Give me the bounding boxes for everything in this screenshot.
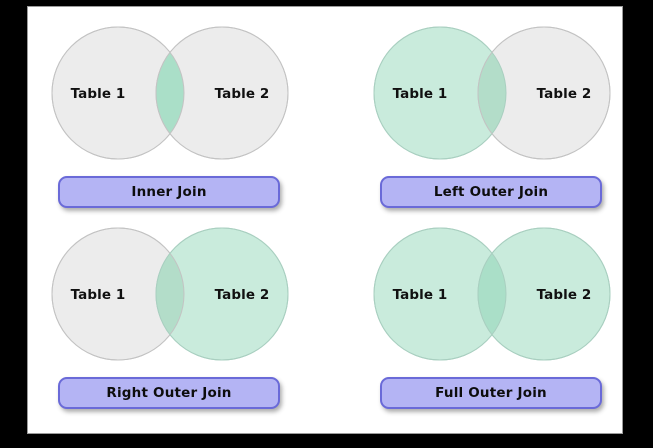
join-button-label: Right Outer Join: [106, 385, 232, 401]
join-button-full-outer-join[interactable]: Full Outer Join: [380, 377, 602, 409]
join-button-label: Inner Join: [131, 184, 207, 200]
venn-svg-inner-join: [51, 26, 289, 160]
venn-circle-right-outline: [155, 227, 289, 361]
join-button-label: Left Outer Join: [433, 184, 549, 200]
venn-svg-right-outer-join: [51, 227, 289, 361]
join-button-right-outer-join[interactable]: Right Outer Join: [58, 377, 280, 409]
join-button-left-outer-join[interactable]: Left Outer Join: [380, 176, 602, 208]
venn-circle-right-outline: [155, 26, 289, 160]
venn-circle-right-outline: [477, 26, 611, 160]
venn-svg-left-outer-join: [373, 26, 611, 160]
venn-svg-full-outer-join: [373, 227, 611, 361]
venn-circle-left-outline: [373, 26, 507, 160]
venn-circle-left-outline: [51, 227, 185, 361]
venn-diagram-full-outer-join: Table 1 Table 2: [372, 222, 622, 367]
venn-circle-right-outline: [477, 227, 611, 361]
venn-circle-left-outline: [373, 227, 507, 361]
venn-circle-left-outline: [51, 26, 185, 160]
join-button-label: Full Outer Join: [435, 385, 547, 401]
venn-diagram-right-outer-join: Table 1 Table 2: [50, 222, 300, 367]
venn-diagram-inner-join: Table 1 Table 2: [50, 21, 300, 166]
join-button-inner-join[interactable]: Inner Join: [58, 176, 280, 208]
diagram-canvas: Table 1 Table 2 Inner Join Table 1 Tab: [27, 6, 623, 434]
venn-diagram-left-outer-join: Table 1 Table 2: [372, 21, 622, 166]
